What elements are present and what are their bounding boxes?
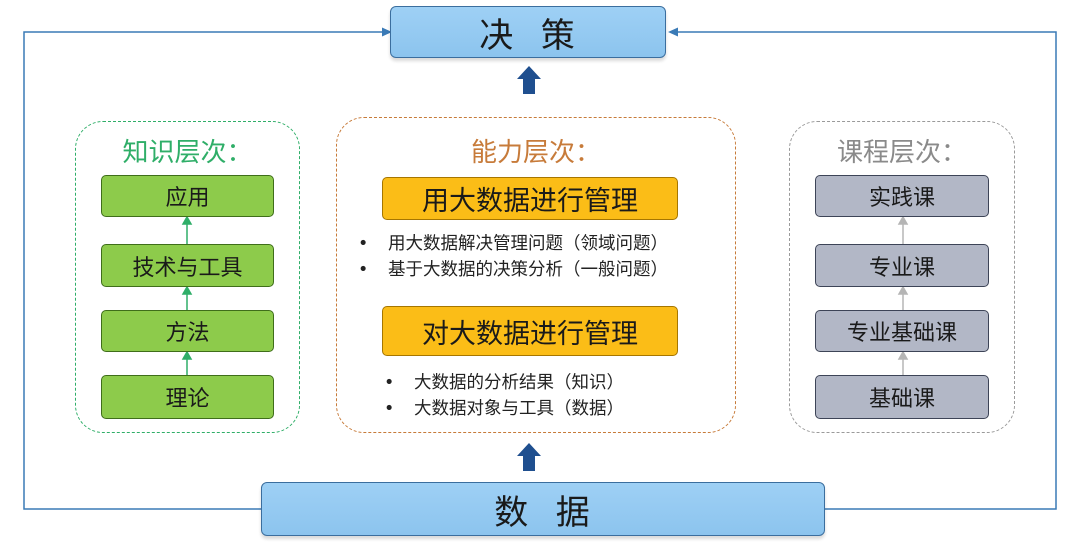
knowledge-item-application: 应用 [101, 175, 274, 217]
green-arrow-1 [181, 215, 193, 225]
gray-arrow-3 [897, 350, 909, 360]
knowledge-item-methods: 方法 [101, 310, 274, 352]
up-arrow-top [517, 66, 541, 94]
course-item-label: 实践课 [868, 186, 935, 211]
course-panel: 课程层次： [789, 121, 1015, 433]
bullet-item: 基于大数据的决策分析（一般问题） [358, 257, 668, 283]
knowledge-item-tools: 技术与工具 [101, 244, 274, 287]
decision-box: 决 策 [390, 6, 666, 58]
gray-arrow-1 [897, 215, 909, 225]
ability-panel: 能力层次： [336, 117, 736, 433]
decision-label: 决 策 [479, 15, 577, 56]
ability-heading-label: 用大数据进行管理 [422, 186, 638, 217]
bullet-item: 大数据对象与工具（数据） [384, 396, 624, 422]
course-panel-title: 课程层次： [836, 138, 967, 168]
knowledge-panel: 知识层次： [75, 121, 300, 433]
green-arrow-2 [181, 285, 193, 295]
course-item-foundation: 基础课 [815, 375, 989, 419]
course-item-major: 专业课 [815, 244, 989, 287]
right-feedback-arrowhead [668, 27, 678, 37]
gray-arrow-2 [897, 285, 909, 295]
course-item-major-foundation: 专业基础课 [815, 310, 989, 352]
ability-bullets-1: 用大数据解决管理问题（领域问题） 基于大数据的决策分析（一般问题） [358, 231, 668, 283]
data-label: 数 据 [494, 492, 592, 533]
ability-heading-manage-with-bigdata: 用大数据进行管理 [382, 177, 678, 220]
green-arrow-3 [181, 350, 193, 360]
left-feedback-line [23, 31, 384, 510]
knowledge-item-theory: 理论 [101, 375, 274, 419]
ability-heading-manage-bigdata: 对大数据进行管理 [382, 306, 678, 356]
bullet-item: 用大数据解决管理问题（领域问题） [358, 231, 668, 257]
right-feedback-line [676, 31, 1057, 510]
knowledge-item-label: 技术与工具 [132, 255, 243, 281]
ability-panel-title: 能力层次： [470, 138, 601, 168]
course-item-label: 基础课 [868, 387, 935, 412]
course-item-practice: 实践课 [815, 175, 989, 217]
course-item-label: 专业基础课 [846, 321, 957, 346]
data-box: 数 据 [261, 482, 825, 536]
knowledge-panel-title: 知识层次： [122, 138, 253, 168]
ability-heading-label: 对大数据进行管理 [422, 318, 638, 350]
left-feedback-arrowhead [382, 27, 392, 37]
bullet-item: 大数据的分析结果（知识） [384, 370, 624, 396]
up-arrow-bottom [517, 443, 541, 471]
knowledge-item-label: 理论 [165, 387, 210, 412]
course-item-label: 专业课 [868, 255, 935, 281]
knowledge-item-label: 方法 [165, 321, 210, 346]
ability-bullets-2: 大数据的分析结果（知识） 大数据对象与工具（数据） [384, 370, 624, 422]
knowledge-item-label: 应用 [165, 186, 210, 211]
